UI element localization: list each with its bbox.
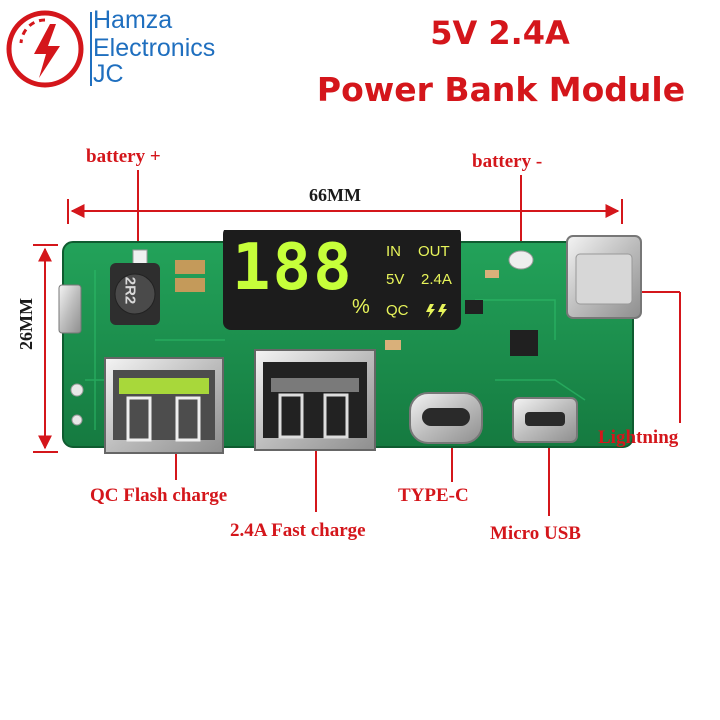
display-in: IN	[386, 243, 401, 260]
brand-name-line2: Electronics	[93, 34, 216, 62]
brand-name-line3: JC	[93, 60, 124, 88]
width-dimension-label: 66MM	[309, 185, 361, 205]
display-digits: 188	[232, 231, 354, 305]
page-title-product: Power Bank Module	[316, 70, 686, 109]
display-qc: QC	[386, 302, 409, 319]
lightning-label: Lightning	[598, 427, 679, 448]
inductor-marking: 2R2	[121, 276, 139, 305]
display-amp: 2.4A	[421, 271, 452, 288]
display-out: OUT	[418, 243, 450, 260]
pcb-board	[58, 230, 642, 454]
qc-flash-charge-label: QC Flash charge	[90, 485, 228, 506]
brand-name-line1: Hamza	[93, 6, 173, 34]
lightning-bolt-logo	[6, 10, 84, 88]
micro-usb-label: Micro USB	[490, 523, 581, 544]
page-title-spec: 5V 2.4A	[430, 14, 570, 52]
display-volt: 5V	[386, 271, 405, 288]
brand-divider	[90, 12, 92, 86]
display-percent: %	[352, 296, 370, 318]
battery-minus-label: battery -	[472, 151, 543, 172]
double-bolt-icon	[426, 304, 447, 318]
fast-charge-label: 2.4A Fast charge	[230, 520, 366, 541]
type-c-label: TYPE-C	[398, 485, 469, 506]
battery-plus-label: battery +	[86, 146, 161, 167]
